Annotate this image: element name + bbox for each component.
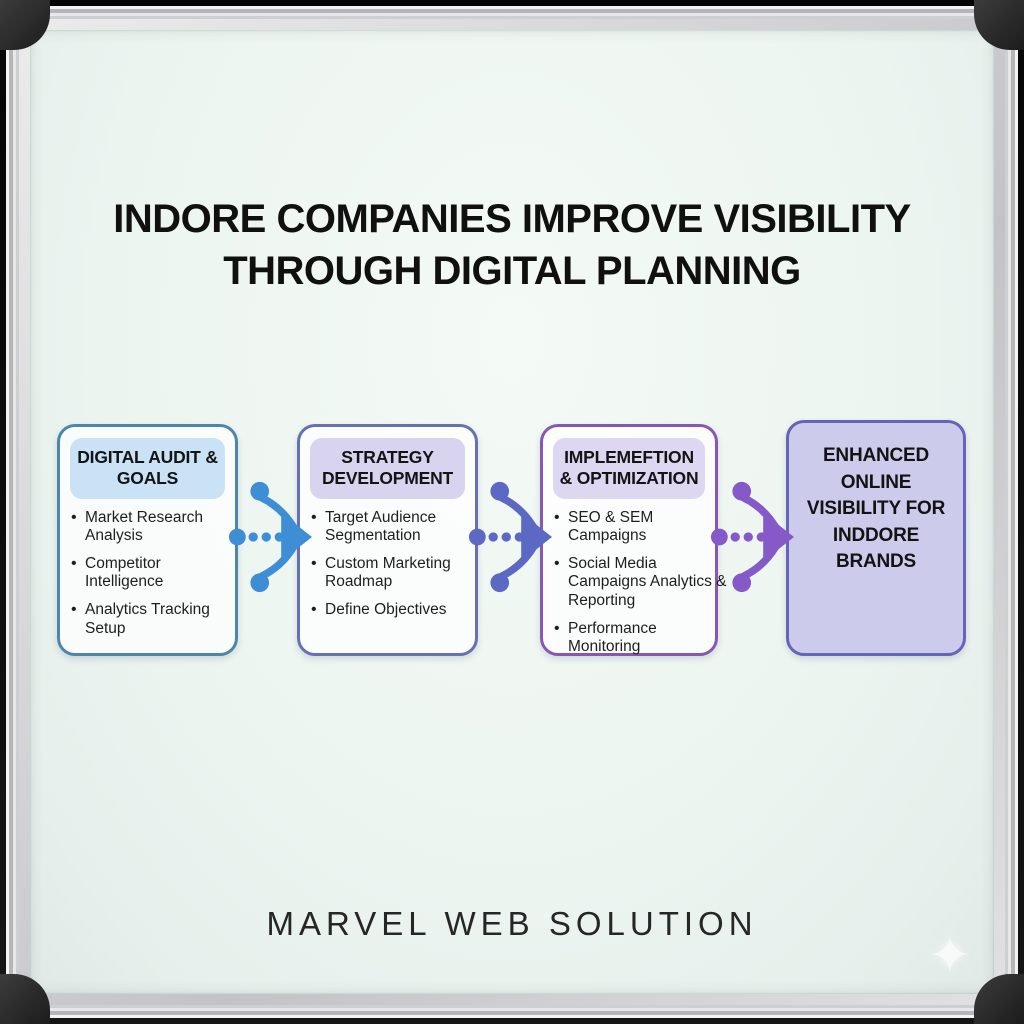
step-box-digital-audit: DIGITAL AUDIT & GOALS Market Research An… <box>57 424 238 656</box>
list-item: Market Research Analysis <box>68 508 231 546</box>
branch-arrow-icon-3 <box>710 481 794 593</box>
list-item: Social Media Campaigns Analytics & Repor… <box>551 554 729 611</box>
step-box-strategy-development: STRATEGY DEVELOPMENT Target Audience Seg… <box>297 424 478 656</box>
step-header-implementation-optimization: IMPLEMEFTION & OPTIMIZATION <box>553 438 705 499</box>
step-items-implementation-optimization: SEO & SEM Campaigns Social Media Campaig… <box>551 508 729 657</box>
list-item: Define Objectives <box>308 600 471 620</box>
list-item: Performance Monitoring <box>551 619 729 657</box>
list-item: SEO & SEM Campaigns <box>551 508 729 546</box>
branch-arrow-icon-1 <box>228 481 312 593</box>
list-item: Custom Marketing Roadmap <box>308 554 471 592</box>
branch-arrow-icon-2 <box>468 481 552 593</box>
brand-footer: MARVEL WEB SOLUTION <box>266 905 758 942</box>
step-box-implementation-optimization: IMPLEMEFTION & OPTIMIZATION SEO & SEM Ca… <box>540 424 727 656</box>
list-item: Analytics Tracking Setup <box>68 600 231 638</box>
step-items-digital-audit: Market Research Analysis Competitor Inte… <box>68 508 231 639</box>
step-header-digital-audit: DIGITAL AUDIT & GOALS <box>70 438 225 499</box>
page-title: INDORE COMPANIES IMPROVE VISIBILITY THRO… <box>113 196 911 293</box>
list-item: Target Audience Segmentation <box>308 508 471 546</box>
step-items-strategy-development: Target Audience Segmentation Custom Mark… <box>308 508 471 620</box>
result-text: ENHANCED ONLINE VISIBILITY FOR INDDORE B… <box>806 445 946 573</box>
sparkle-icon: ✦ <box>928 927 972 985</box>
step-header-strategy-development: STRATEGY DEVELOPMENT <box>310 438 465 499</box>
list-item: Competitor Intelligence <box>68 554 231 592</box>
result-box-enhanced-visibility: ENHANCED ONLINE VISIBILITY FOR INDDORE B… <box>786 420 966 656</box>
